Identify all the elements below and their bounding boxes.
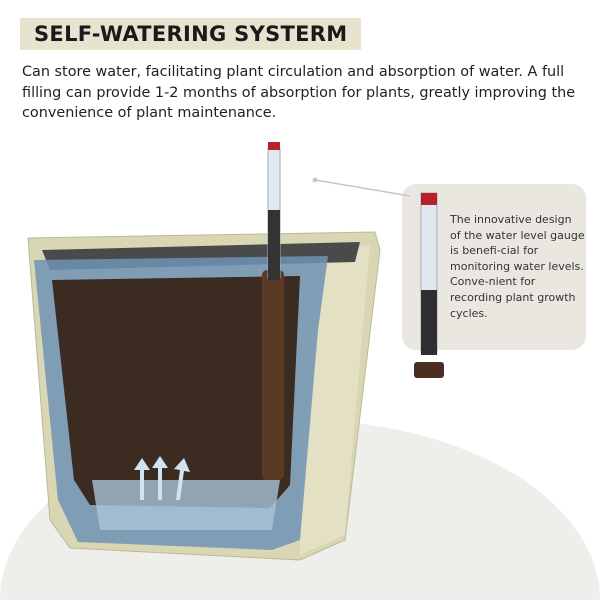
callout-gauge-cap — [421, 193, 437, 205]
water-flow-arrows-icon — [134, 456, 190, 500]
gauge-cap — [268, 142, 280, 150]
gauge-tube — [262, 270, 284, 480]
callout-gauge-float — [421, 290, 437, 355]
water-base — [92, 480, 280, 530]
callout-text: The innovative design of the water level… — [450, 213, 585, 320]
description-text: Can store water, facilitating plant circ… — [22, 64, 576, 121]
callout-line — [314, 179, 411, 197]
page-title: SELF-WATERING SYSTERM — [20, 18, 362, 50]
callout-gauge-base — [414, 362, 444, 378]
callout-dot — [312, 177, 318, 183]
gauge-float — [268, 210, 280, 280]
soil — [52, 276, 300, 508]
